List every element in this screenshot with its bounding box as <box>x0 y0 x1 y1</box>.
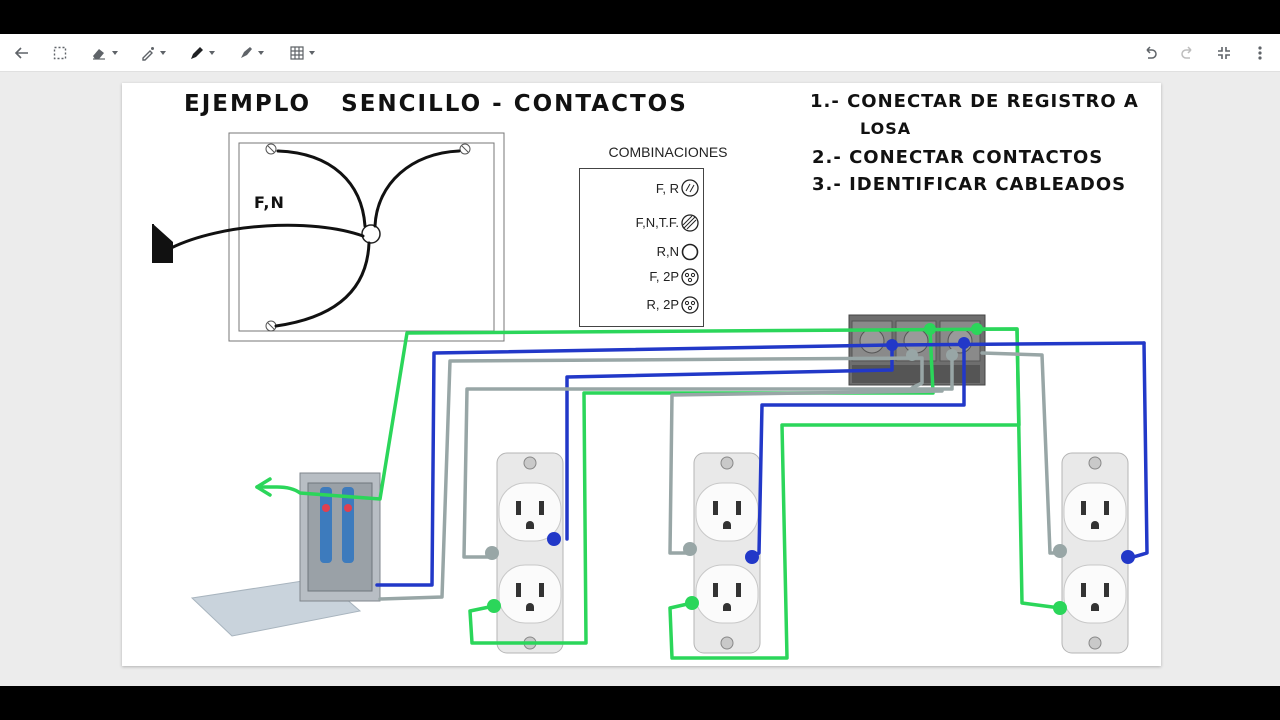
chevron-down-icon <box>209 51 215 55</box>
symbol-slash-pair-icon <box>681 179 699 197</box>
pen-tool-icon[interactable] <box>184 40 220 66</box>
board-title: EJEMPLO SENCILLO - CONTACTOS <box>184 91 688 117</box>
panel-box <box>190 472 381 637</box>
symbol-hatched-icon <box>681 214 699 232</box>
step-2: 2.- CONECTAR CONTACTOS <box>812 147 1104 168</box>
legend-title: COMBINACIONES <box>608 144 728 160</box>
legend-box: F, R F,N,T.F. R,N F, 2P R, 2P <box>579 168 704 327</box>
diagram-label: F,N <box>254 193 285 212</box>
step-3: 3.- IDENTIFICAR CABLEADOS <box>812 174 1127 195</box>
chevron-down-icon <box>309 51 315 55</box>
back-arrow-icon[interactable] <box>10 40 34 66</box>
grid-icon[interactable] <box>284 40 320 66</box>
redo-icon[interactable] <box>1176 40 1200 66</box>
symbol-empty-icon <box>681 243 699 261</box>
chevron-down-icon <box>112 51 118 55</box>
whiteboard-canvas[interactable]: EJEMPLO SENCILLO - CONTACTOS 1.- CONECTA… <box>122 83 1161 666</box>
chevron-down-icon <box>160 51 166 55</box>
app-toolbar <box>0 34 1280 72</box>
conduit-entry <box>153 224 173 263</box>
step-1: 1.- CONECTAR DE REGISTRO A <box>810 91 1139 112</box>
more-vert-icon[interactable] <box>1250 40 1270 66</box>
eraser-tool-icon[interactable] <box>86 40 122 66</box>
laser-pointer-icon[interactable] <box>135 40 171 66</box>
symbol-three-dots-icon <box>681 268 699 286</box>
legend-label-1: F, R <box>655 181 679 196</box>
legend-label-3: R,N <box>656 244 679 259</box>
exit-fullscreen-icon[interactable] <box>1212 40 1236 66</box>
select-tool-icon[interactable] <box>48 40 72 66</box>
junction-node <box>361 224 381 244</box>
legend-label-2: F,N,T.F. <box>635 215 679 230</box>
highlighter-tool-icon[interactable] <box>233 40 269 66</box>
terminal-block <box>848 314 986 386</box>
step-1-continued: LOSA <box>860 119 912 138</box>
undo-icon[interactable] <box>1138 40 1162 66</box>
legend-label-4: F, 2P <box>649 269 679 284</box>
symbol-three-dots-icon <box>681 296 699 314</box>
legend-label-5: R, 2P <box>646 297 679 312</box>
chevron-down-icon <box>258 51 264 55</box>
